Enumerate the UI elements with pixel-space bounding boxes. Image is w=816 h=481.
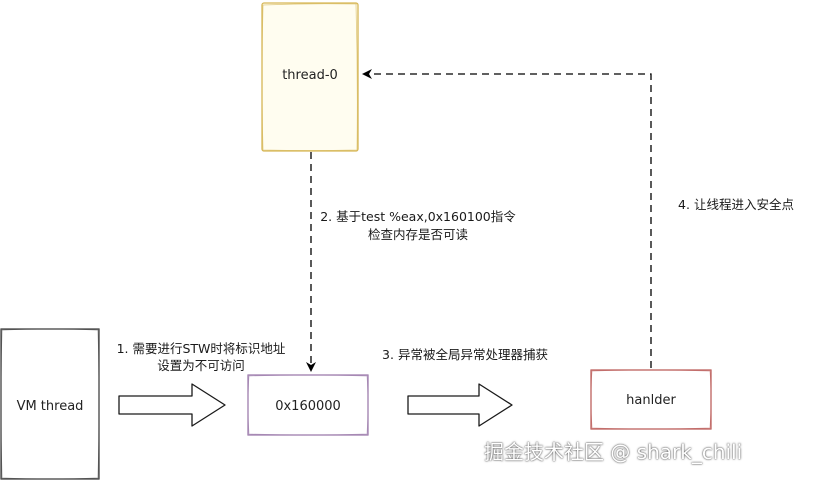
watermark: 掘金技术社区 @ shark_chili — [484, 440, 743, 464]
thread-0-label: thread-0 — [282, 68, 338, 83]
step2-line2: 检查内存是否可读 — [368, 227, 468, 242]
handler-label: hanlder — [626, 393, 676, 408]
step2-label: 2. 基于test %eax,0x160100指令 检查内存是否可读 — [314, 204, 528, 244]
step3-label: 3. 异常被全局异常处理器捕获 — [382, 347, 548, 362]
step1-line1: 1. 需要进行STW时将标识地址 — [117, 341, 286, 356]
step1-label: 1. 需要进行STW时将标识地址 设置为不可访问 — [117, 341, 286, 373]
arrow-vm-to-address — [118, 383, 226, 427]
handler-node: hanlder — [590, 369, 712, 430]
step2-line1: 2. 基于test %eax,0x160100指令 — [320, 209, 516, 224]
thread-0-node: thread-0 — [261, 2, 359, 152]
arrow-address-to-handler — [407, 383, 513, 427]
address-label: 0x160000 — [275, 399, 341, 414]
vm-thread-node: VM thread — [0, 328, 100, 480]
step4-label: 4. 让线程进入安全点 — [665, 194, 807, 214]
address-node: 0x160000 — [247, 374, 369, 436]
step4-line1: 4. 让线程进入安全点 — [678, 197, 794, 212]
step1-line2: 设置为不可访问 — [157, 358, 245, 373]
dashed-arrow-handler-to-thread — [362, 69, 652, 368]
step3-line1: 3. 异常被全局异常处理器捕获 — [382, 347, 548, 362]
vm-thread-label: VM thread — [17, 399, 84, 414]
